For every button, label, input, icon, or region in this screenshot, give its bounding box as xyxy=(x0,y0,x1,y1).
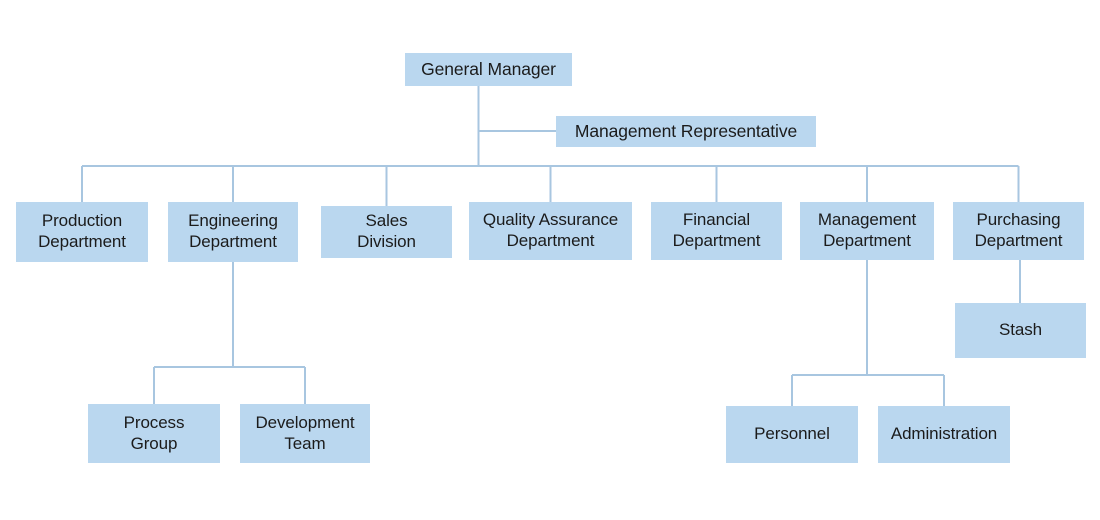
node-label: Production Department xyxy=(38,211,126,251)
node-personnel[interactable]: Personnel xyxy=(726,406,858,463)
node-quality-assurance-department[interactable]: Quality Assurance Department xyxy=(469,202,632,260)
node-label: Process Group xyxy=(123,412,185,453)
node-production-department[interactable]: Production Department xyxy=(16,202,148,262)
node-sales-division[interactable]: Sales Division xyxy=(321,206,452,258)
node-purchasing-department[interactable]: Purchasing Department xyxy=(953,202,1084,260)
node-label: Management Department xyxy=(817,210,917,250)
node-label: General Manager xyxy=(421,58,556,79)
node-label: Personnel xyxy=(754,424,830,444)
node-label: Administration xyxy=(890,424,998,444)
node-label: Quality Assurance Department xyxy=(482,210,619,250)
node-label: Development Team xyxy=(255,412,355,453)
node-label: Sales Division xyxy=(357,211,416,251)
node-management-representative[interactable]: Management Representative xyxy=(556,116,816,147)
node-administration[interactable]: Administration xyxy=(878,406,1010,463)
node-label: Engineering Department xyxy=(188,211,278,251)
node-label: Management Representative xyxy=(574,120,798,141)
node-financial-department[interactable]: Financial Department xyxy=(651,202,782,260)
node-process-group[interactable]: Process Group xyxy=(88,404,220,463)
node-engineering-department[interactable]: Engineering Department xyxy=(168,202,298,262)
node-label: Financial Department xyxy=(672,210,761,250)
node-stash[interactable]: Stash xyxy=(955,303,1086,358)
node-development-team[interactable]: Development Team xyxy=(240,404,370,463)
node-label: Stash xyxy=(999,320,1042,340)
node-general-manager[interactable]: General Manager xyxy=(405,53,572,86)
node-management-department[interactable]: Management Department xyxy=(800,202,934,260)
node-label: Purchasing Department xyxy=(974,210,1063,250)
